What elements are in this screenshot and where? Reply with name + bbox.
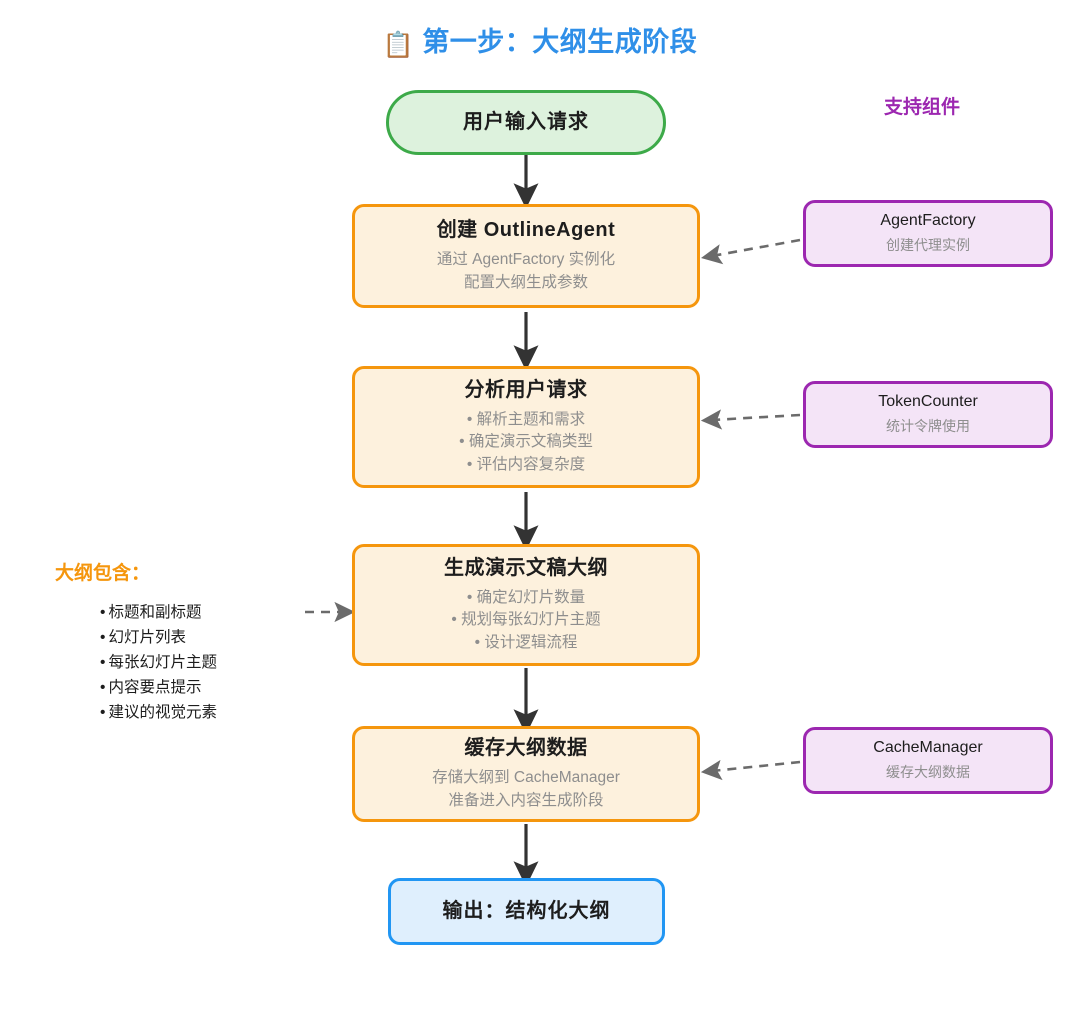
node-subline: • 解析主题和需求 — [466, 410, 586, 428]
node-subline: 统计令牌使用 — [886, 418, 970, 435]
node-subline: • 设计逻辑流程 — [474, 633, 578, 651]
bullet-glyph: • — [100, 629, 106, 646]
node-step-create-outline-agent[interactable]: 创建 OutlineAgent 通过 AgentFactory 实例化 配置大纲… — [352, 204, 700, 308]
bullet-glyph: • — [100, 654, 106, 671]
node-subline: 准备进入内容生成阶段 — [448, 791, 604, 809]
node-subline: • 规划每张幻灯片主题 — [451, 611, 601, 629]
node-title: AgentFactory — [880, 212, 976, 230]
list-item: •每张幻灯片主题 — [100, 650, 217, 675]
bullet-glyph: • — [100, 679, 106, 696]
list-item-label: 幻灯片列表 — [108, 629, 186, 646]
outline-contents-list: •标题和副标题 •幻灯片列表 •每张幻灯片主题 •内容要点提示 •建议的视觉元素 — [100, 600, 217, 725]
node-subline: 缓存大纲数据 — [886, 764, 970, 781]
page-title-text: 第一步：大纲生成阶段 — [422, 27, 698, 57]
outline-contains-heading: 大纲包含： — [55, 563, 151, 584]
arrow-tokencounter-to-step2 — [700, 409, 801, 430]
node-support-cache-manager[interactable]: CacheManager 缓存大纲数据 — [803, 727, 1053, 794]
node-title: 分析用户请求 — [464, 378, 588, 401]
page-title: 📋第一步：大纲生成阶段 — [0, 20, 1080, 60]
node-support-token-counter[interactable]: TokenCounter 统计令牌使用 — [803, 381, 1053, 448]
bullet-glyph: • — [100, 704, 106, 721]
node-subline: • 确定演示文稿类型 — [459, 433, 593, 451]
node-title: 缓存大纲数据 — [464, 737, 588, 760]
list-item: •内容要点提示 — [100, 675, 217, 700]
arrow-cachemanager-to-step4 — [700, 759, 801, 781]
node-subline: 通过 AgentFactory 实例化 — [436, 251, 616, 269]
node-output-structured-outline[interactable]: 输出：结构化大纲 — [388, 878, 665, 945]
node-subline: 配置大纲生成参数 — [463, 273, 588, 291]
list-item-label: 建议的视觉元素 — [108, 704, 217, 721]
node-title: 输出：结构化大纲 — [442, 900, 611, 922]
node-subline: 创建代理实例 — [886, 237, 970, 254]
clipboard-icon: 📋 — [382, 31, 415, 59]
node-support-agent-factory[interactable]: AgentFactory 创建代理实例 — [803, 200, 1053, 267]
node-title: CacheManager — [873, 739, 983, 757]
node-subline: • 确定幻灯片数量 — [466, 588, 586, 606]
node-title: TokenCounter — [878, 393, 978, 411]
node-start-user-input[interactable]: 用户输入请求 — [386, 90, 666, 155]
node-step-cache-outline[interactable]: 缓存大纲数据 存储大纲到 CacheManager 准备进入内容生成阶段 — [352, 726, 700, 822]
node-title: 生成演示文稿大纲 — [444, 556, 608, 579]
node-title: 用户输入请求 — [463, 111, 589, 133]
node-subline: • 评估内容复杂度 — [466, 455, 586, 473]
list-item: •建议的视觉元素 — [100, 700, 217, 725]
node-subline: 存储大纲到 CacheManager — [432, 769, 620, 787]
support-components-heading: 支持组件 — [884, 97, 961, 118]
bullet-glyph: • — [100, 604, 106, 621]
list-item: •幻灯片列表 — [100, 625, 217, 650]
list-item-label: 每张幻灯片主题 — [108, 654, 217, 671]
arrow-agentfactory-to-step1 — [701, 238, 801, 265]
list-item-label: 标题和副标题 — [108, 604, 202, 621]
node-step-analyze-request[interactable]: 分析用户请求 • 解析主题和需求 • 确定演示文稿类型 • 评估内容复杂度 — [352, 366, 700, 488]
node-step-generate-outline[interactable]: 生成演示文稿大纲 • 确定幻灯片数量 • 规划每张幻灯片主题 • 设计逻辑流程 — [352, 544, 700, 666]
list-item: •标题和副标题 — [100, 600, 217, 625]
list-item-label: 内容要点提示 — [108, 679, 202, 696]
node-title: 创建 OutlineAgent — [436, 219, 616, 242]
